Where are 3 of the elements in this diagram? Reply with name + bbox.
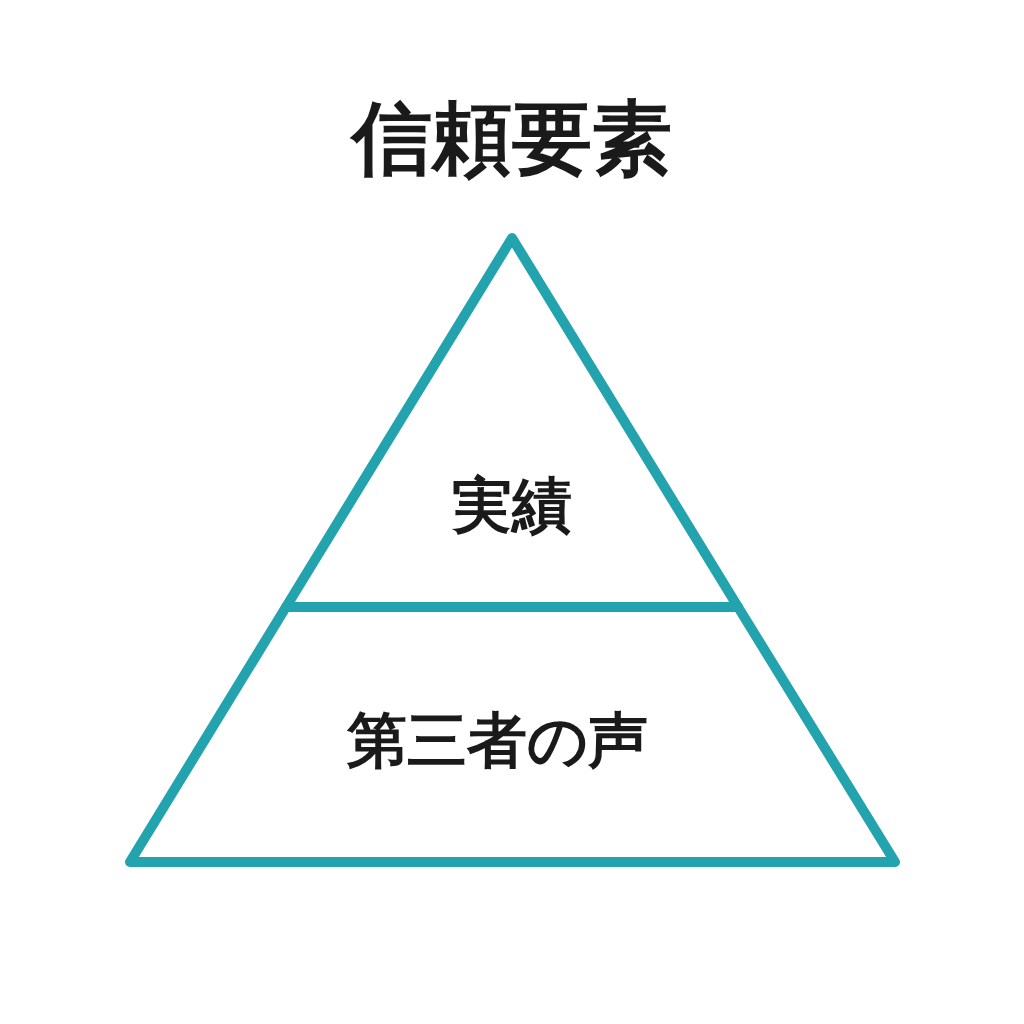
- tier-label: 第三者の声: [346, 707, 648, 773]
- tier-label: 実績: [452, 472, 572, 538]
- diagram-title: 信頼要素: [352, 92, 672, 185]
